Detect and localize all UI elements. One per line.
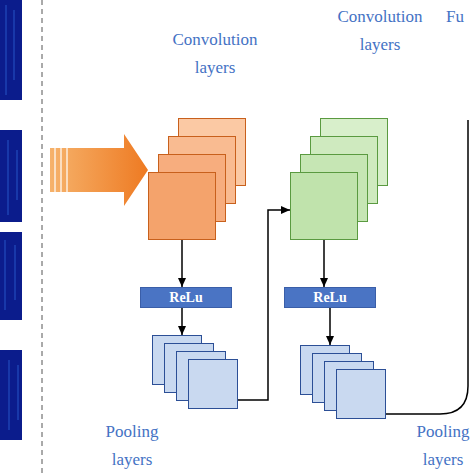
layer-heading: Convolution layers [160,26,270,82]
spectrogram [0,0,22,100]
feature-map [148,172,216,240]
feature-map [290,172,358,240]
spectrogram-streaks [5,5,18,430]
spectrogram-panels [0,0,22,440]
layer-heading: Pooling layers [92,418,172,474]
arrow-stripes [55,148,67,192]
spectrogram [0,130,22,222]
relu-box: ReLu [140,287,232,308]
connector-arrow [323,240,325,287]
orange-arrow [50,134,148,206]
connector-arrow [181,308,183,335]
feature-map [336,369,386,419]
pooling-stack: Pooling layers [300,345,386,419]
dashed-divider [42,0,43,474]
connector-arrow [181,240,183,287]
pooling-stack: Pooling layers [152,335,238,409]
feature-map [188,359,238,409]
connector-arrow [238,210,290,400]
convolution-stack: Convolution layers [148,118,246,240]
layer-heading: Pooling layers [412,418,474,474]
relu-box: ReLu [284,287,376,308]
convolution-stack: Convolution layers [290,118,388,240]
layer-heading: Convolution layers [325,3,435,59]
spectrogram [0,350,22,440]
activation-label: ReLu [169,290,202,306]
spectrogram [0,232,22,320]
connector-arrow [329,308,331,345]
output-line [386,120,468,414]
cut-off-heading: Fu [446,3,464,31]
activation-label: ReLu [313,290,346,306]
input-arrow [50,134,148,206]
